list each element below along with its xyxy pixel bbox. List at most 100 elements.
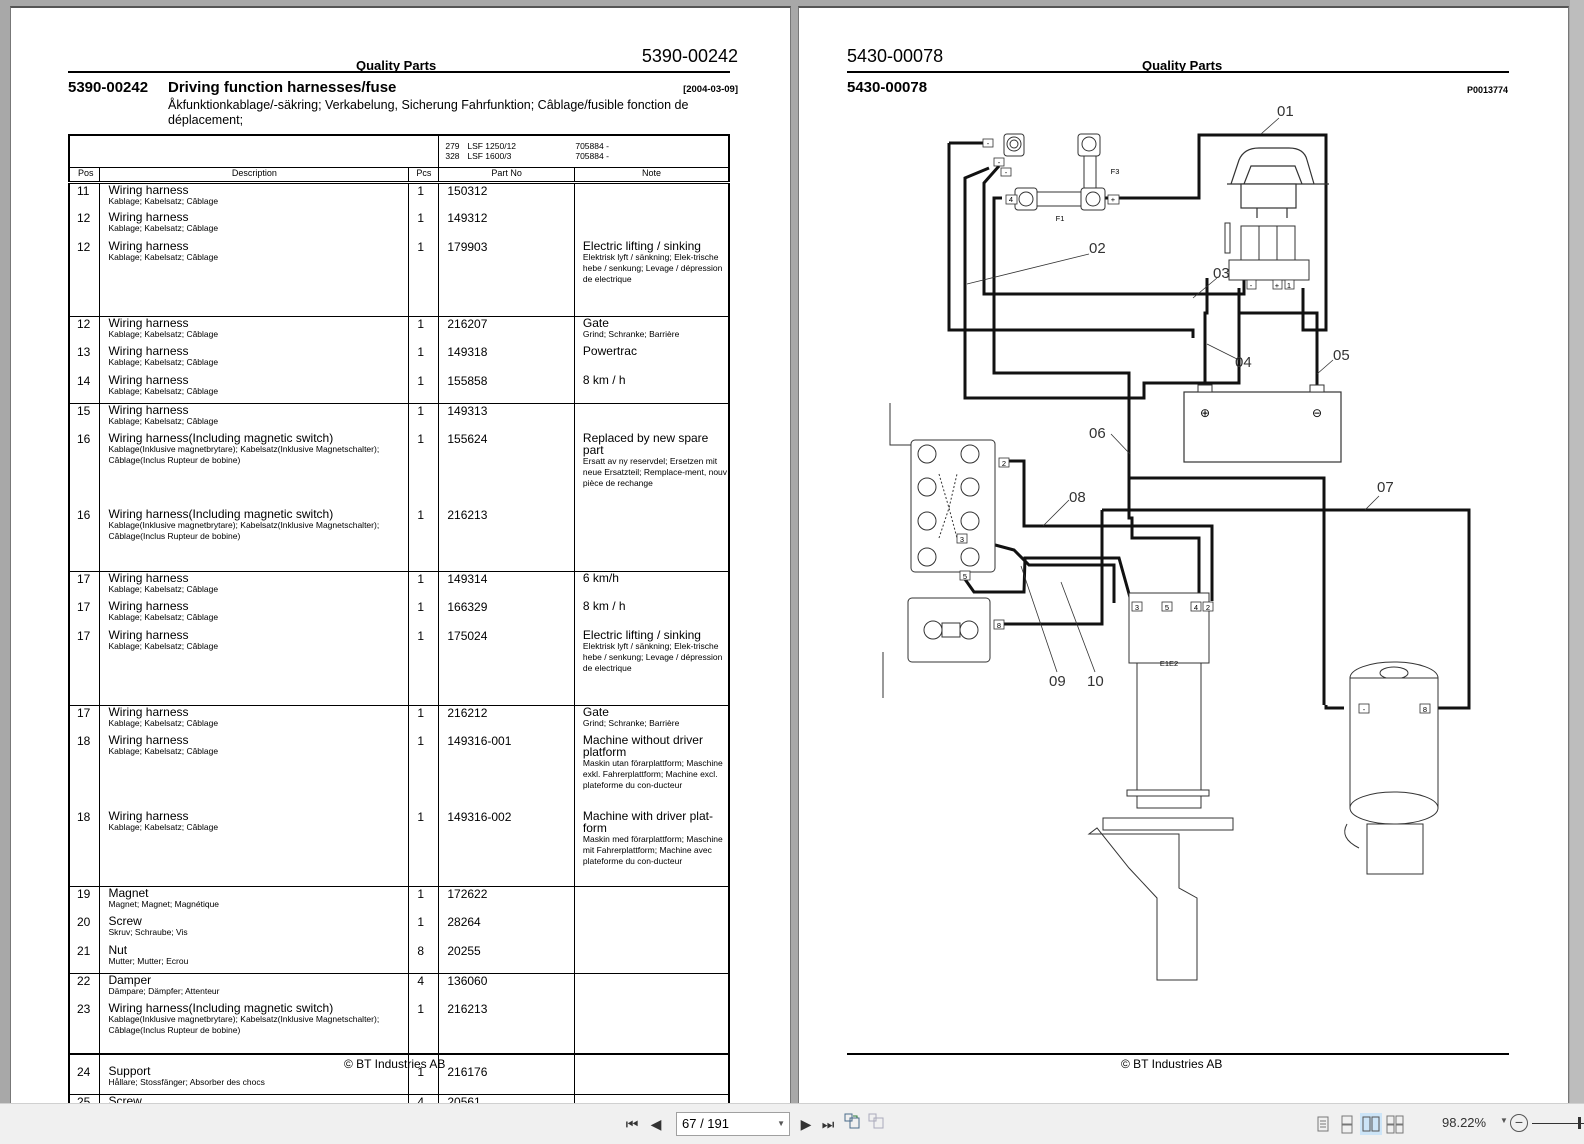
cell-description-translation: Kablage; Kabelsatz; Câblage bbox=[108, 583, 219, 594]
header-divider bbox=[847, 71, 1509, 73]
cell-pcs: 1 bbox=[408, 432, 439, 508]
document-viewport: Quality Parts 5390-00242 5390-00242 Driv… bbox=[10, 0, 1584, 1124]
cell-note bbox=[573, 211, 729, 240]
cell-part-no: 216176 bbox=[438, 1065, 575, 1095]
cell-note: 6 km/h bbox=[573, 571, 729, 600]
cell-pos: 17 bbox=[77, 571, 91, 586]
cell-description-translation: Mutter; Mutter; Ecrou bbox=[108, 956, 189, 966]
cell-note-translation: Grind; Schranke; Barrière bbox=[582, 328, 680, 339]
cell-description-translation: Skruv; Schraube; Vis bbox=[108, 927, 188, 937]
cell-note-main: Electric lifting / sinking bbox=[582, 239, 701, 253]
cell-pos: 11 bbox=[77, 183, 90, 198]
cell-description-translation: Kablage; Kabelsatz; Câblage bbox=[108, 641, 219, 651]
minus-icon: − bbox=[1514, 1114, 1524, 1130]
page-dropdown-icon[interactable]: ▼ bbox=[777, 1119, 785, 1128]
single-page-view-button[interactable] bbox=[1312, 1113, 1334, 1135]
facing-icon bbox=[1362, 1116, 1380, 1132]
model-num: 279 bbox=[445, 141, 460, 151]
cell-pos: 17 bbox=[77, 600, 91, 614]
wire-06 bbox=[1127, 478, 1201, 603]
continuous-view-button[interactable] bbox=[1336, 1113, 1358, 1135]
cell-note-main: 8 km / h bbox=[582, 373, 626, 387]
last-page-button[interactable]: ⏭ bbox=[818, 1113, 838, 1135]
next-page-button[interactable]: ▶ bbox=[796, 1113, 816, 1135]
cell-note bbox=[573, 944, 729, 974]
fuse-label-f3: F3 bbox=[1111, 167, 1120, 176]
cell-description-main: Wiring harness bbox=[108, 809, 189, 823]
next-view-button[interactable] bbox=[866, 1113, 886, 1135]
terminal-label-e1e2: E1E2 bbox=[1160, 659, 1178, 668]
connector-label: 2 bbox=[1002, 459, 1006, 468]
cell-note-main: Replaced by new spare part bbox=[582, 431, 709, 457]
section-title: Driving function harnesses/fuse bbox=[168, 79, 397, 96]
callout-08: 08 bbox=[1069, 489, 1086, 506]
cell-part-no: 216207 bbox=[438, 316, 575, 345]
page-number-input[interactable]: 67 / 191 ▼ bbox=[676, 1112, 790, 1136]
cell-description-translation: Kablage; Kabelsatz; Câblage bbox=[108, 223, 219, 233]
cell-pos: 16 bbox=[69, 508, 100, 572]
cell-description-main: Wiring harness bbox=[108, 704, 189, 719]
section-code: 5390-00242 bbox=[68, 79, 149, 96]
first-page-button[interactable]: ⏮ bbox=[622, 1113, 642, 1135]
cell-description-translation: Kablage; Kabelsatz; Câblage bbox=[108, 386, 219, 396]
zoom-slider-track[interactable] bbox=[1532, 1123, 1584, 1124]
cell-note: 8 km / h bbox=[573, 600, 729, 629]
cell-note-main: Gate bbox=[582, 704, 609, 719]
battery-plus-icon: ⊕ bbox=[1200, 406, 1210, 420]
model-model: LSF 1600/3 bbox=[467, 151, 512, 161]
callout-03: 03 bbox=[1213, 265, 1230, 282]
cell-part-no: 216212 bbox=[438, 705, 575, 734]
cell-pcs: 1 bbox=[408, 211, 439, 240]
cell-pcs: 1 bbox=[408, 810, 439, 887]
cell-pcs: 1 bbox=[408, 345, 439, 374]
pdf-toolbar: ⏮ ◀ 67 / 191 ▼ ▶ ⏭ 98.22% ▼ − bbox=[0, 1103, 1584, 1144]
cell-pos: 18 bbox=[77, 734, 91, 748]
wire-07 bbox=[1102, 508, 1471, 710]
cell-description-main: Nut bbox=[108, 943, 128, 957]
continuous-facing-view-button[interactable] bbox=[1384, 1113, 1406, 1135]
cell-note bbox=[573, 182, 729, 211]
connector-label: - bbox=[1363, 705, 1366, 714]
vertical-scrollbar[interactable] bbox=[1570, 0, 1584, 1103]
header-code: 5390-00242 bbox=[641, 46, 738, 66]
prev-page-button[interactable]: ◀ bbox=[646, 1113, 666, 1135]
zoom-dropdown-icon[interactable]: ▼ bbox=[1500, 1116, 1508, 1125]
callout-leaders bbox=[966, 117, 1380, 673]
cell-note bbox=[573, 973, 729, 1002]
footer-copyright: © BT Industries AB bbox=[1121, 1057, 1223, 1071]
facing-view-button[interactable] bbox=[1360, 1113, 1382, 1135]
zoom-level[interactable]: 98.22% bbox=[1442, 1115, 1487, 1130]
cell-description-translation: Magnet; Magnet; Magnétique bbox=[108, 898, 220, 909]
previous-view-button[interactable] bbox=[842, 1113, 862, 1135]
cell-pcs: 1 bbox=[408, 886, 439, 915]
section-date: [2004-03-09] bbox=[683, 84, 738, 95]
cell-pcs: 1 bbox=[408, 374, 439, 404]
col-pos: Pos bbox=[69, 167, 100, 184]
battery-minus-icon: ⊖ bbox=[1312, 406, 1322, 420]
wire-04b bbox=[1203, 278, 1209, 388]
zoom-out-button[interactable]: − bbox=[1510, 1114, 1528, 1132]
connector-label: - bbox=[1005, 168, 1008, 177]
header-label: Quality Parts bbox=[1142, 58, 1223, 73]
cell-part-no: 149316-001 bbox=[438, 734, 575, 810]
cell-pos: 21 bbox=[69, 944, 100, 974]
zoom-slider-thumb[interactable] bbox=[1578, 1117, 1581, 1129]
connector-label: 4 bbox=[1009, 195, 1013, 204]
cell-part-no: 149316-002 bbox=[438, 810, 575, 887]
cell-note: Powertrac bbox=[573, 345, 729, 374]
cell-note-main: Gate bbox=[582, 315, 609, 330]
